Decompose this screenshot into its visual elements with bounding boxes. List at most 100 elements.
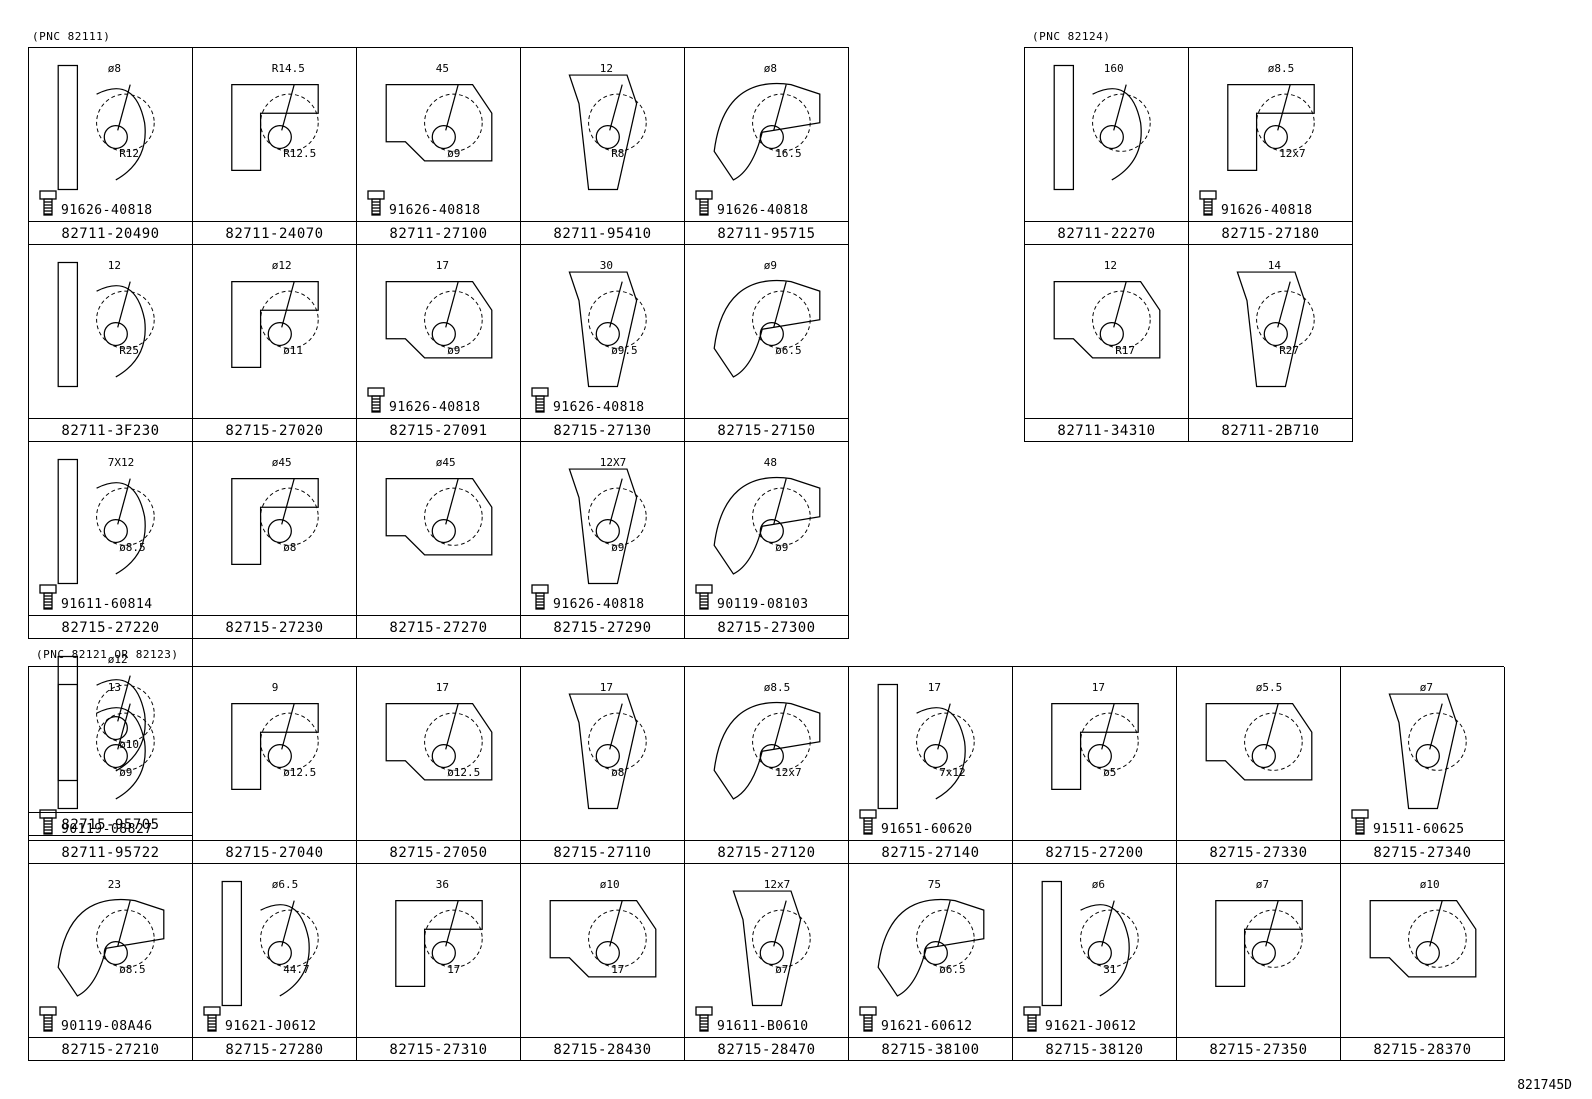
- caption-divider: [29, 615, 192, 616]
- dimension-label: ø10: [599, 878, 620, 891]
- bracket-outline: [1205, 702, 1313, 781]
- caption-divider: [357, 221, 520, 222]
- bolt-icon: [39, 190, 57, 216]
- dimension-leader: [445, 900, 459, 947]
- mounting-hole: [759, 321, 784, 347]
- dimension-label: 36: [435, 878, 449, 891]
- part-number-caption: 82711-95410: [553, 226, 652, 242]
- dimension-label: ø12.5: [447, 765, 481, 779]
- part-number-caption: 82715-27091: [389, 423, 488, 439]
- part-number-caption: 82715-28470: [717, 1042, 816, 1058]
- dimension-label: 13: [107, 681, 121, 694]
- caption-divider: [357, 615, 520, 616]
- mounting-hole: [431, 321, 456, 347]
- part-number-caption: 82715-27120: [717, 845, 816, 861]
- clamp-diameter-guide: [96, 909, 155, 968]
- dimension-leader: [609, 703, 623, 750]
- clamp-diameter-guide: [916, 712, 975, 771]
- caption-divider: [685, 840, 848, 841]
- clamp-diameter-guide: [260, 909, 319, 968]
- dimension-label: 17: [447, 962, 461, 976]
- bolt-icon: [39, 809, 57, 835]
- caption-divider: [849, 840, 1012, 841]
- caption-divider: [357, 1037, 520, 1038]
- mounting-hole: [103, 743, 128, 769]
- fastener-part-number: 91626-40818: [717, 203, 809, 218]
- mounting-hole: [103, 518, 128, 544]
- mounting-hole: [1263, 124, 1288, 150]
- caption-divider: [29, 221, 192, 222]
- dimension-leader: [117, 703, 131, 750]
- mounting-hole: [1087, 940, 1112, 966]
- part-number-caption: 82711-3F230: [61, 423, 160, 439]
- fastener-part-number: 91611-B0610: [717, 1019, 809, 1034]
- caption-divider: [849, 1037, 1012, 1038]
- dimension-label: 17: [599, 681, 613, 694]
- bracket-outline: [385, 83, 493, 162]
- dimension-leader: [1277, 281, 1291, 328]
- mounting-hole: [431, 743, 456, 769]
- part-number-caption: 82715-27300: [717, 620, 816, 636]
- part-illustration: [1053, 280, 1161, 359]
- dimension-label: ø9: [763, 259, 777, 272]
- dimension-label: ø6.5: [939, 962, 966, 976]
- dimension-label: ø8: [107, 62, 121, 75]
- part-number-caption: 82715-27340: [1373, 845, 1472, 861]
- fastener-part-number: 91621-J0612: [1045, 1019, 1137, 1034]
- dimension-label: ø6.5: [271, 878, 299, 891]
- bracket-outline: [713, 701, 821, 800]
- bolt-icon: [695, 584, 713, 610]
- part-number-caption: 82715-38120: [1045, 1042, 1144, 1058]
- bolt-icon: [39, 1006, 57, 1032]
- part-number-caption: 82715-27290: [553, 620, 652, 636]
- mounting-hole: [267, 743, 292, 769]
- bracket-outline: [221, 880, 310, 1007]
- part-illustration: [713, 279, 821, 378]
- bolt-icon: [203, 1006, 221, 1032]
- bracket-outline: [1388, 693, 1458, 810]
- clamp-diameter-guide: [1080, 909, 1139, 968]
- mounting-hole: [1099, 124, 1124, 150]
- mounting-hole: [595, 743, 620, 769]
- dimension-leader: [609, 84, 623, 131]
- caption-divider: [685, 615, 848, 616]
- dimension-leader: [117, 900, 131, 947]
- bracket-outline: [57, 898, 165, 997]
- part-illustration: [877, 683, 975, 810]
- mounting-hole: [267, 124, 292, 150]
- caption-divider: [1189, 418, 1352, 419]
- dimension-label: ø9: [775, 540, 789, 554]
- part-illustration: [1215, 899, 1303, 988]
- dimension-label: ø45: [435, 456, 456, 469]
- fastener-part-number: 91626-40818: [1221, 203, 1313, 218]
- part-illustration: [57, 683, 155, 810]
- part-illustration: [1227, 83, 1315, 172]
- part-number-caption: 82715-27310: [389, 1042, 488, 1058]
- mounting-hole: [923, 743, 948, 769]
- part-illustration: [231, 477, 319, 566]
- dimension-label: R27: [1279, 343, 1300, 357]
- clamp-diameter-guide: [752, 93, 811, 152]
- dimension-leader: [281, 478, 295, 525]
- part-cell: 36 17 82715-27310: [357, 864, 521, 1061]
- clamp-diameter-guide: [916, 909, 975, 968]
- part-number-caption: 82711-95722: [61, 845, 160, 861]
- mounting-hole: [431, 940, 456, 966]
- dimension-label: ø10: [1419, 878, 1440, 891]
- clamp-diameter-guide: [1092, 93, 1151, 152]
- bracket-outline: [57, 64, 146, 191]
- clamp-diameter-guide: [1080, 712, 1139, 771]
- dimension-label: R17: [1115, 343, 1136, 357]
- mounting-hole: [595, 321, 620, 347]
- dimension-leader: [773, 900, 787, 947]
- dimension-leader: [609, 900, 623, 947]
- bolt-icon: [1023, 1006, 1041, 1032]
- part-illustration: [385, 83, 493, 162]
